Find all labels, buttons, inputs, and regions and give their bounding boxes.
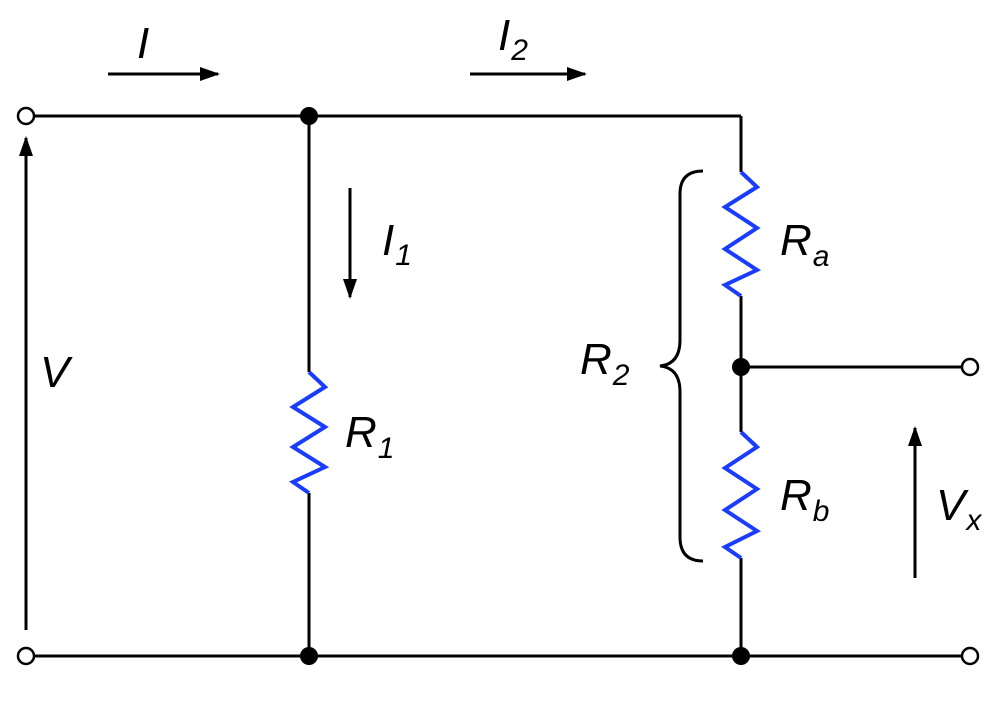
terminal-vx-out	[960, 357, 980, 377]
label-rb: Rb	[780, 471, 829, 528]
label-r2: R2	[580, 335, 630, 392]
label-vx: Vx	[936, 481, 982, 537]
terminal-top-left	[16, 106, 36, 126]
label-i1: I1	[382, 216, 412, 272]
terminal-bottom-right	[960, 646, 980, 666]
junction-top-node	[300, 107, 318, 125]
label-i2: I2	[498, 11, 528, 67]
resistor-ra	[720, 170, 762, 298]
label-ra: Ra	[780, 216, 829, 273]
terminal-bottom-left	[16, 646, 36, 666]
resistor-r1	[288, 370, 330, 495]
junction-bottom-left-node	[300, 647, 318, 665]
label-v: V	[40, 348, 73, 397]
resistor-rb	[721, 430, 762, 560]
junction-mid-node	[732, 358, 750, 376]
r2-brace	[659, 169, 704, 563]
junction-bottom-right-node	[732, 647, 750, 665]
label-i: I	[137, 19, 149, 68]
label-r1: R1	[345, 408, 394, 465]
